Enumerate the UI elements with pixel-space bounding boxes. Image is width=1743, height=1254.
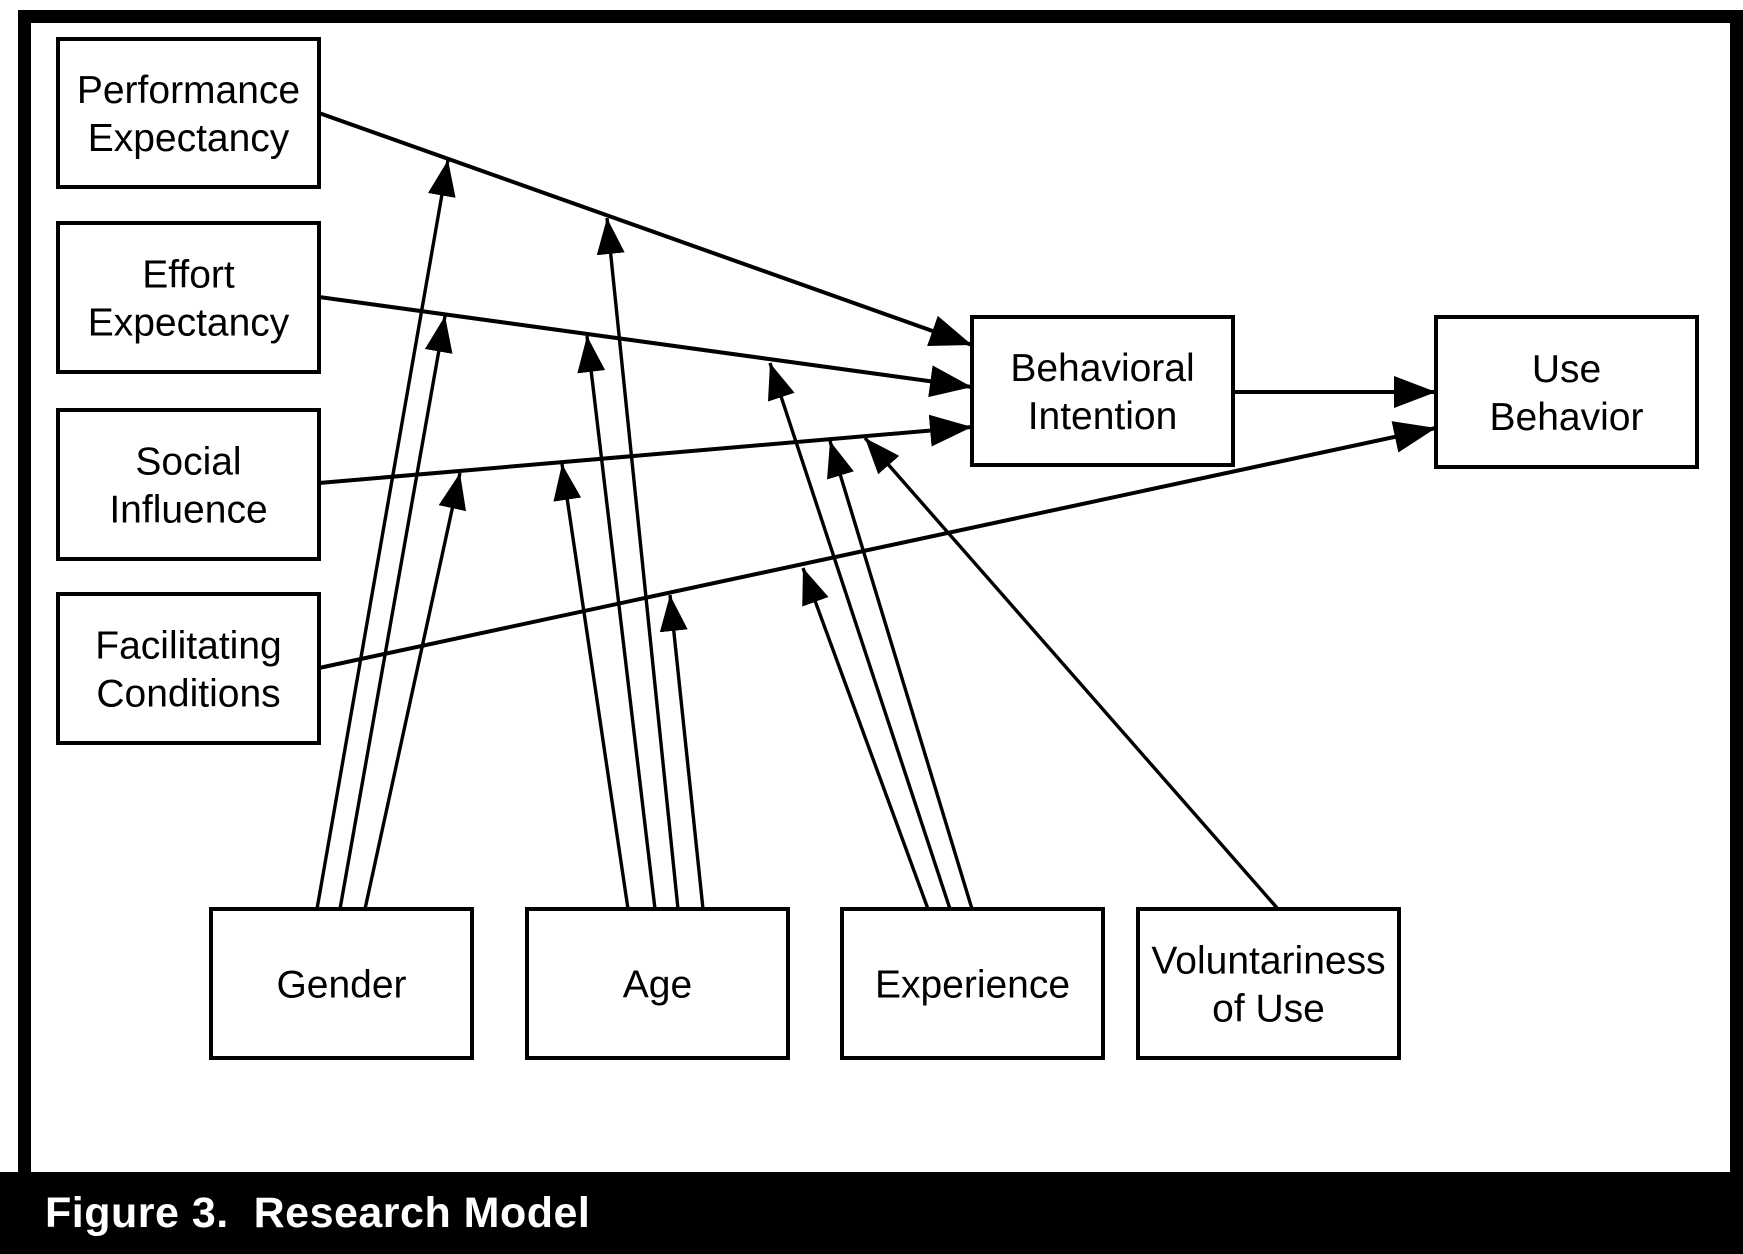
node-box-behavioral-intention bbox=[970, 315, 1235, 467]
node-experience: Experience bbox=[840, 907, 1105, 1060]
node-label-age: Age bbox=[623, 964, 692, 1007]
node-box-use-behavior bbox=[1434, 315, 1699, 469]
arrow-age-to-fc-ub-link bbox=[659, 594, 705, 910]
edge-layer bbox=[315, 111, 1437, 911]
node-label-experience: Experience bbox=[875, 964, 1070, 1007]
node-label-gender: Gender bbox=[276, 964, 406, 1007]
arrow-experience-to-fc-ub-link bbox=[801, 567, 930, 910]
node-box-social-influence bbox=[56, 408, 321, 561]
arrow-voluntariness-to-si-bi-link bbox=[863, 436, 1280, 911]
arrow-social-influence-to-behavioral-intention bbox=[318, 414, 973, 485]
node-box-voluntariness-of-use bbox=[1136, 907, 1401, 1060]
arrow-gender-to-si-bi-link bbox=[363, 472, 467, 910]
arrow-gender-to-ee-bi-link bbox=[338, 315, 453, 910]
arrow-age-to-pe-bi-link bbox=[596, 217, 680, 910]
node-box-experience bbox=[840, 907, 1105, 1060]
node-gender: Gender bbox=[209, 907, 474, 1060]
arrow-age-to-si-bi-link bbox=[553, 463, 630, 910]
node-box-gender bbox=[209, 907, 474, 1060]
node-box-performance-expectancy bbox=[56, 37, 321, 189]
arrow-performance-expectancy-to-behavioral-intention bbox=[318, 111, 973, 347]
node-box-age bbox=[525, 907, 790, 1060]
arrow-experience-to-si-bi-link bbox=[827, 440, 974, 910]
node-box-effort-expectancy bbox=[56, 221, 321, 374]
node-age: Age bbox=[525, 907, 790, 1060]
arrow-facilitating-conditions-to-use-behavior bbox=[318, 421, 1437, 670]
arrow-age-to-ee-bi-link bbox=[577, 335, 657, 910]
node-box-facilitating-conditions bbox=[56, 592, 321, 745]
arrow-gender-to-pe-bi-link bbox=[315, 159, 456, 910]
caption-bar: Figure 3. Research Model bbox=[0, 1172, 1743, 1254]
arrow-effort-expectancy-to-behavioral-intention bbox=[318, 295, 973, 398]
figure-caption: Figure 3. Research Model bbox=[45, 1188, 591, 1237]
arrow-experience-to-ee-bi-link bbox=[767, 362, 952, 910]
